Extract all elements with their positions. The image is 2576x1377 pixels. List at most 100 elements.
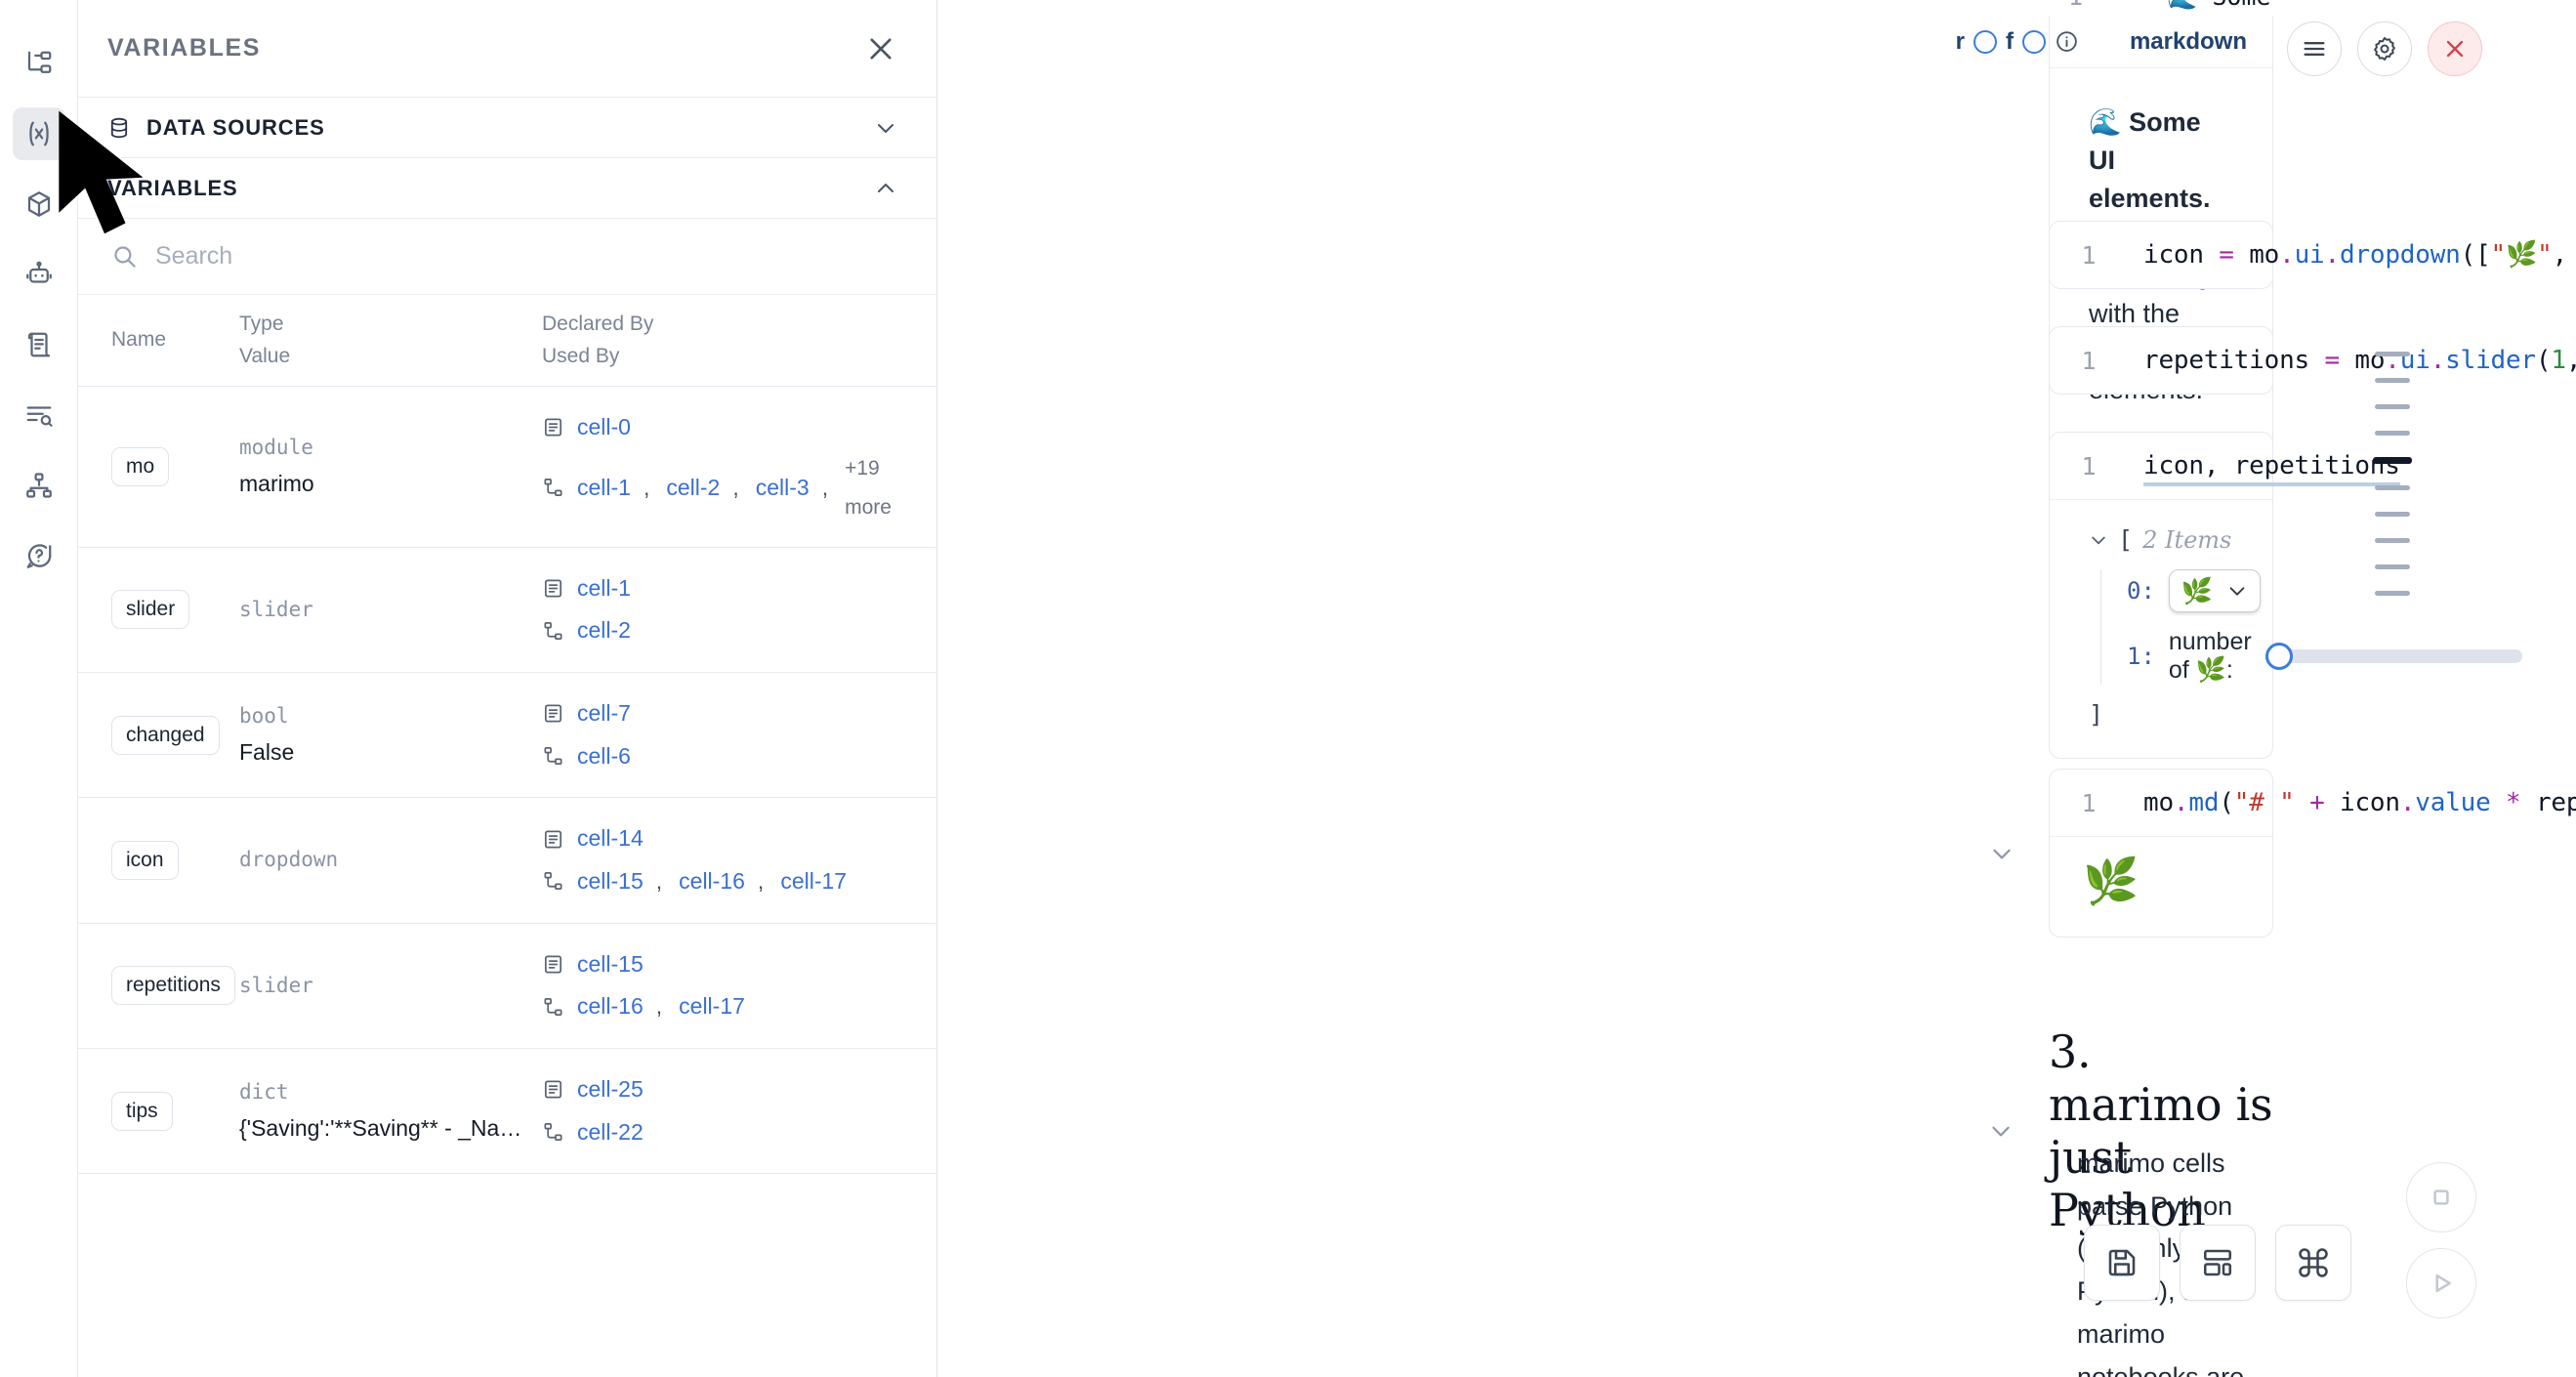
chevron-up-icon[interactable] bbox=[874, 177, 897, 200]
save-icon[interactable] bbox=[2084, 1225, 2160, 1301]
f-flag-label: f bbox=[2005, 27, 2014, 55]
search-input[interactable] bbox=[155, 242, 897, 271]
language-selector[interactable]: markdown bbox=[2129, 27, 2247, 55]
close-icon[interactable] bbox=[864, 32, 897, 65]
cell-link[interactable]: cell-6 bbox=[577, 742, 631, 769]
cell-link[interactable]: cell-3 bbox=[755, 474, 810, 500]
variable-name-chip[interactable]: tips bbox=[111, 1091, 173, 1131]
markdown-cell-toolbar: r f markdown bbox=[1956, 16, 2272, 68]
minimap[interactable] bbox=[2373, 352, 2412, 596]
hamburger-icon[interactable] bbox=[2287, 21, 2342, 76]
documentation-icon[interactable] bbox=[13, 318, 65, 371]
variable-type: bool bbox=[239, 704, 289, 729]
declared-by-icon bbox=[542, 577, 564, 600]
code-text[interactable]: icon, repetitions bbox=[2143, 451, 2400, 486]
line-number: 1 bbox=[2068, 0, 2083, 11]
list-viewer-body: 0: 🌿 1: number of 🌿: bbox=[2100, 569, 2522, 685]
repetitions-slider[interactable] bbox=[2264, 643, 2522, 670]
layout-icon[interactable] bbox=[2180, 1225, 2256, 1301]
play-icon[interactable] bbox=[2406, 1248, 2476, 1318]
f-flag-indicator[interactable] bbox=[2021, 29, 2046, 54]
cell-link[interactable]: cell-22 bbox=[577, 1118, 644, 1145]
minimap-dash[interactable] bbox=[2375, 404, 2410, 409]
used-by-icon bbox=[542, 870, 564, 893]
slider-handle[interactable] bbox=[2264, 643, 2293, 670]
variable-name-chip[interactable]: mo bbox=[111, 446, 170, 486]
declared-by-row: cell-1 bbox=[542, 567, 919, 610]
slider-track[interactable] bbox=[2282, 649, 2522, 663]
variable-name-chip[interactable]: changed bbox=[111, 715, 220, 755]
outline-search-icon[interactable] bbox=[13, 389, 65, 441]
section-data-sources[interactable]: DATA SOURCES bbox=[78, 98, 936, 158]
cell-link[interactable]: cell-15 bbox=[577, 868, 644, 894]
variable-name-chip[interactable]: repetitions bbox=[111, 966, 235, 1006]
cell-output: 🌿 bbox=[2050, 836, 2272, 937]
minimap-dash[interactable] bbox=[2375, 512, 2410, 517]
minimap-dash[interactable] bbox=[2375, 378, 2410, 383]
cell-link[interactable]: cell-1 bbox=[577, 474, 631, 500]
code-text[interactable]: mo.md("# " + icon.value * repetitions.va… bbox=[2143, 788, 2576, 817]
clipped-markdown-source: 1 """🌊 Some UI elements."" Try interacti… bbox=[2049, 0, 2273, 16]
variables-icon[interactable] bbox=[12, 107, 65, 160]
cell-link[interactable]: cell-16 bbox=[679, 868, 745, 894]
variable-name-chip[interactable]: icon bbox=[111, 841, 179, 880]
cell-link[interactable]: cell-7 bbox=[577, 699, 631, 726]
minimap-dash[interactable] bbox=[2375, 538, 2410, 543]
file-tree-icon[interactable] bbox=[13, 37, 65, 90]
command-icon[interactable] bbox=[2275, 1225, 2351, 1301]
code-cell-slider[interactable]: 1 repetitions = mo.ui.slider(1, 16, labe… bbox=[2049, 326, 2576, 395]
package-icon[interactable] bbox=[13, 178, 65, 230]
cell-link[interactable]: cell-17 bbox=[780, 868, 848, 894]
chevron-down-icon[interactable] bbox=[2089, 530, 2108, 550]
cell-link[interactable]: cell-2 bbox=[577, 617, 631, 644]
chevron-down-icon[interactable] bbox=[1989, 841, 2015, 866]
stop-icon[interactable] bbox=[2406, 1162, 2476, 1232]
section-variables[interactable]: VARIABLES bbox=[78, 158, 936, 219]
cell-link[interactable]: cell-25 bbox=[577, 1076, 644, 1103]
used-by-icon bbox=[542, 996, 564, 1019]
info-icon[interactable] bbox=[2055, 29, 2079, 54]
minimap-dash[interactable] bbox=[2375, 564, 2410, 569]
cell-link[interactable]: cell-17 bbox=[679, 993, 745, 1020]
cell-link[interactable]: cell-14 bbox=[577, 825, 644, 852]
code-text[interactable]: repetitions = mo.ui.slider(1, 16, label=… bbox=[2143, 346, 2576, 375]
minimap-dash[interactable] bbox=[2375, 352, 2410, 356]
code-cell-dropdown[interactable]: 1 icon = mo.ui.dropdown(["🌿", "🌊", "✨"],… bbox=[2049, 221, 2567, 289]
wave-icon: 🌊 bbox=[2089, 107, 2122, 137]
chevron-down-icon[interactable] bbox=[874, 116, 897, 140]
dependency-graph-icon[interactable] bbox=[13, 459, 65, 512]
cell-link[interactable]: cell-1 bbox=[577, 574, 631, 601]
robot-icon[interactable] bbox=[13, 248, 65, 301]
activity-bar bbox=[0, 0, 78, 1377]
cell-link[interactable]: cell-0 bbox=[577, 414, 631, 440]
search-icon bbox=[111, 243, 138, 270]
help-icon[interactable] bbox=[13, 529, 65, 582]
icon-dropdown[interactable]: 🌿 bbox=[2168, 569, 2262, 612]
code-cell-output[interactable]: 1 icon, repetitions [ 2 Items 0: bbox=[2049, 432, 2522, 759]
code-cell-md-output[interactable]: 1 mo.md("# " + icon.value * repetitions.… bbox=[1993, 769, 2576, 938]
chevron-down-icon[interactable] bbox=[1988, 1118, 2014, 1144]
cell-link[interactable]: cell-15 bbox=[577, 950, 644, 977]
minimap-dash[interactable] bbox=[2375, 431, 2410, 436]
minimap-dash[interactable] bbox=[2373, 457, 2412, 464]
code-text[interactable]: icon = mo.ui.dropdown(["🌿", "🌊", "✨"], v… bbox=[2143, 240, 2568, 270]
cell-link[interactable]: cell-2 bbox=[666, 474, 721, 500]
variable-name-chip[interactable]: slider bbox=[111, 590, 190, 630]
minimap-dash[interactable] bbox=[2375, 485, 2410, 490]
minimap-dash[interactable] bbox=[2375, 591, 2410, 596]
close-icon[interactable] bbox=[2428, 21, 2482, 76]
used-by-row: cell-16, cell-17 bbox=[542, 985, 919, 1028]
gear-icon[interactable] bbox=[2357, 21, 2412, 76]
cell-link[interactable]: cell-16 bbox=[577, 993, 644, 1020]
list-viewer-header: [ 2 Items bbox=[2089, 525, 2233, 554]
r-flag-indicator[interactable] bbox=[1973, 29, 1997, 54]
used-by-more-label[interactable]: +19 more bbox=[845, 456, 892, 519]
run-controls bbox=[2406, 1162, 2476, 1318]
